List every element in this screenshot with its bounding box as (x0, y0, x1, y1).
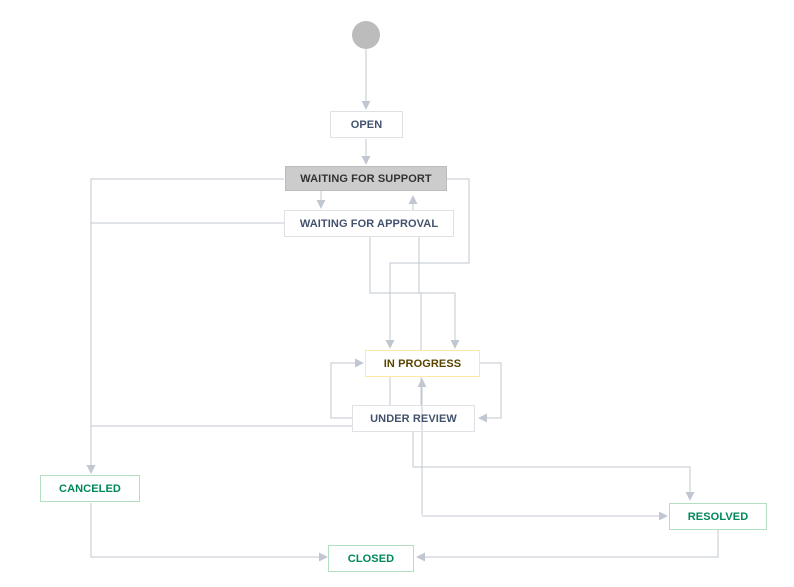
status-in-progress[interactable]: IN PROGRESS (365, 350, 480, 377)
status-waiting-for-approval[interactable]: WAITING FOR APPROVAL (284, 210, 454, 237)
status-resolved-label: RESOLVED (687, 510, 749, 523)
status-under-review-label: UNDER REVIEW (370, 412, 457, 425)
status-waiting-for-approval-label: WAITING FOR APPROVAL (299, 217, 439, 230)
start-node[interactable] (352, 21, 380, 49)
transition-under-review-to-resolved[interactable] (412, 432, 695, 501)
status-canceled-label: CANCELED (59, 482, 121, 495)
transition-canceled-to-closed[interactable] (90, 503, 328, 562)
transition-under-review-to-in-progress[interactable] (330, 358, 364, 419)
status-open[interactable]: OPEN (330, 111, 403, 138)
status-resolved[interactable]: RESOLVED (669, 503, 767, 530)
transition-waiting-for-support-to-in-progress[interactable] (385, 178, 470, 349)
transition-under-review-to-canceled[interactable] (86, 425, 352, 474)
transition-resolved-to-closed[interactable] (416, 530, 719, 562)
transition-in-progress-to-waiting-for-approval[interactable] (369, 237, 460, 349)
status-in-progress-label: IN PROGRESS (383, 357, 462, 370)
status-open-label: OPEN (350, 118, 383, 131)
status-canceled[interactable]: CANCELED (40, 475, 140, 502)
status-closed[interactable]: CLOSED (328, 545, 414, 572)
transition-in-progress-to-under-review[interactable] (478, 362, 502, 423)
status-closed-label: CLOSED (347, 552, 395, 565)
status-waiting-for-support[interactable]: WAITING FOR SUPPORT (285, 166, 447, 191)
transition-waiting-for-approval-to-in-progress[interactable] (418, 237, 422, 405)
status-under-review[interactable]: UNDER REVIEW (352, 405, 475, 432)
transition-waiting-for-support-to-canceled[interactable] (86, 178, 284, 474)
status-waiting-for-support-label: WAITING FOR SUPPORT (300, 172, 432, 185)
